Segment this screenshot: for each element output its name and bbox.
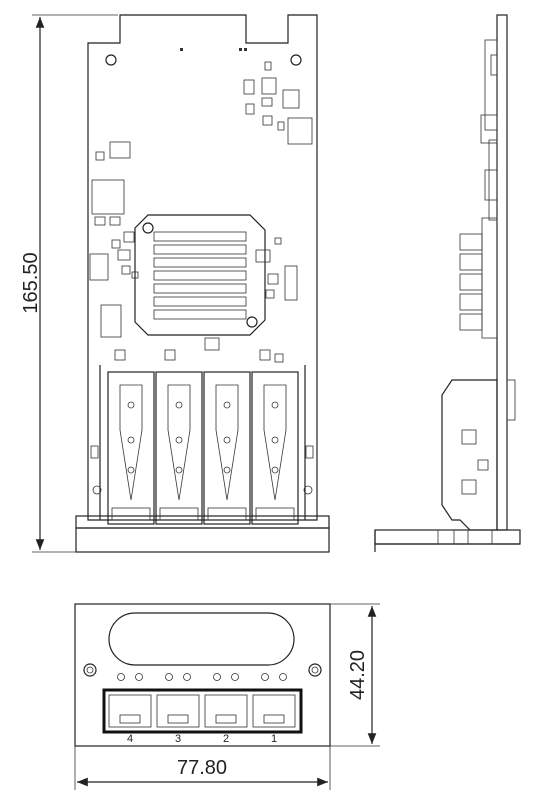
width-dimension [74,746,331,790]
port-label-1: 1 [271,733,277,745]
mount-hole-right [290,54,302,66]
depth-label: 44.20 [347,650,369,700]
height-dimension [32,14,118,553]
port-label-2: 2 [223,733,229,745]
heatsink-fins [153,231,247,320]
leds [117,673,287,681]
side-connectors [459,233,483,331]
sfp-cages [107,371,299,525]
port-frame [102,688,303,734]
port-label-4: 4 [127,733,133,745]
width-label: 77.80 [177,757,227,779]
front-panel: 4 3 2 1 [74,603,331,747]
screws [83,663,322,677]
port-label-3: 3 [175,733,181,745]
board-outline [87,14,318,521]
depth-dimension [330,603,380,747]
height-label: 165.50 [20,252,42,313]
top-view [75,14,330,553]
side-view [374,14,521,552]
heatsink [134,214,266,336]
panel-outline [74,603,331,747]
sfp-ports [108,694,296,728]
mount-hole-left [105,54,117,66]
vent-grille [108,612,295,666]
